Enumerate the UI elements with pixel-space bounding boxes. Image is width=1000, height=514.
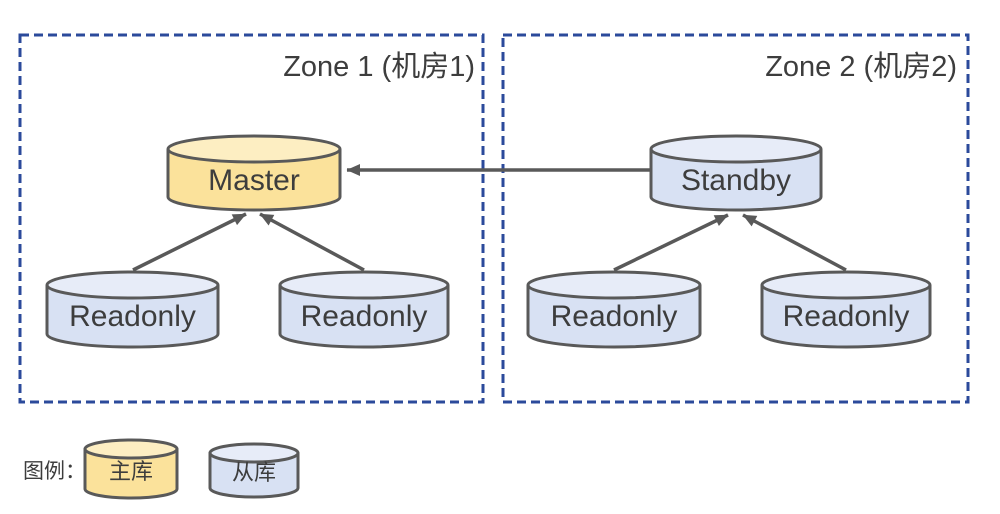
standby-node: Standby — [649, 134, 823, 212]
zone2-border — [501, 33, 970, 404]
zone-1: Zone 1 (机房1) — [18, 33, 485, 404]
database-cylinder-top — [166, 134, 342, 164]
database-cylinder-body — [526, 285, 702, 349]
zone1-border — [18, 33, 485, 404]
legend: 图例： 主库 从库 — [23, 438, 300, 500]
legend-primary-label: 主库 — [109, 459, 153, 484]
zone1-title: Zone 1 (机房1) — [283, 50, 475, 83]
database-cylinder-body — [166, 149, 342, 212]
legend-item-replica: 从库 — [208, 442, 300, 499]
zone1-readonly-b-node: Readonly — [278, 270, 450, 349]
legend-replica-label: 从库 — [232, 460, 276, 485]
zone1-readonly-a-node: Readonly — [45, 270, 220, 349]
arrow-z2-readonly-a-to-standby — [613, 213, 729, 272]
legend-title: 图例： — [23, 460, 86, 483]
legend-item-primary: 主库 — [83, 438, 179, 500]
zone2-readonly-b-node: Readonly — [760, 270, 932, 349]
arrow-z1-readonly-b-to-master — [259, 212, 365, 272]
database-cylinder-top — [83, 438, 179, 460]
database-cylinder-body — [649, 149, 823, 212]
zone2-readonly-a-node: Readonly — [526, 270, 702, 349]
database-cylinder-top — [760, 270, 932, 300]
database-cylinder-top — [278, 270, 450, 300]
edges — [132, 164, 847, 272]
readonly-label: Readonly — [301, 300, 428, 333]
zone2-title: Zone 2 (机房2) — [765, 50, 957, 83]
arrow-z1-readonly-a-to-master — [132, 212, 247, 272]
database-cylinder-body — [83, 449, 179, 500]
master-node: Master — [166, 134, 342, 212]
zone-2: Zone 2 (机房2) — [501, 33, 970, 404]
database-cylinder-body — [45, 285, 220, 349]
database-cylinder-body — [760, 285, 932, 349]
database-cylinder-body — [278, 285, 450, 349]
database-cylinder-top — [526, 270, 702, 300]
master-label: Master — [208, 164, 300, 197]
standby-label: Standby — [681, 164, 791, 197]
database-cylinder-body — [208, 453, 300, 499]
database-cylinder-top — [45, 270, 220, 300]
arrow-z2-readonly-b-to-standby — [742, 213, 847, 272]
readonly-label: Readonly — [551, 300, 678, 333]
database-cylinder-top — [208, 442, 300, 464]
readonly-label: Readonly — [69, 300, 196, 333]
database-cylinder-top — [649, 134, 823, 164]
readonly-label: Readonly — [783, 300, 910, 333]
